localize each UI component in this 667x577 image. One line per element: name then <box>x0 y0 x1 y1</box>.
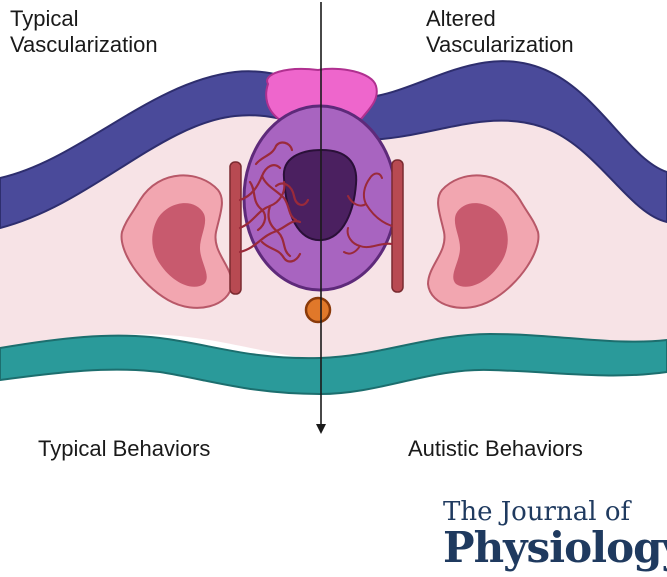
left-organ-inner <box>152 203 207 287</box>
altered-vascularization-line2: Vascularization <box>426 32 574 57</box>
typical-vascularization-label: Typical Vascularization <box>10 6 158 58</box>
divider-arrowhead-icon <box>316 424 326 434</box>
altered-vascularization-line1: Altered <box>426 6 496 31</box>
altered-vascularization-label: Altered Vascularization <box>426 6 574 58</box>
gland-core <box>282 148 358 242</box>
upper-band <box>0 60 667 230</box>
altered-capillary-network <box>343 172 393 255</box>
typical-vascularization-line1: Typical <box>10 6 79 31</box>
journal-logo-line2: Physiology <box>443 523 667 572</box>
orange-node <box>304 296 332 324</box>
typical-capillary-network <box>238 141 310 263</box>
right-vessel <box>391 159 404 293</box>
autistic-behaviors-label: Autistic Behaviors <box>408 436 583 461</box>
typical-behaviors-label: Typical Behaviors <box>38 436 211 461</box>
right-organ-inner <box>453 203 508 287</box>
lower-band <box>0 332 667 396</box>
journal-logo: The Journal of Physiology <box>443 498 667 570</box>
journal-logo-line1: The Journal of <box>443 497 631 527</box>
typical-vascularization-line2: Vascularization <box>10 32 158 57</box>
